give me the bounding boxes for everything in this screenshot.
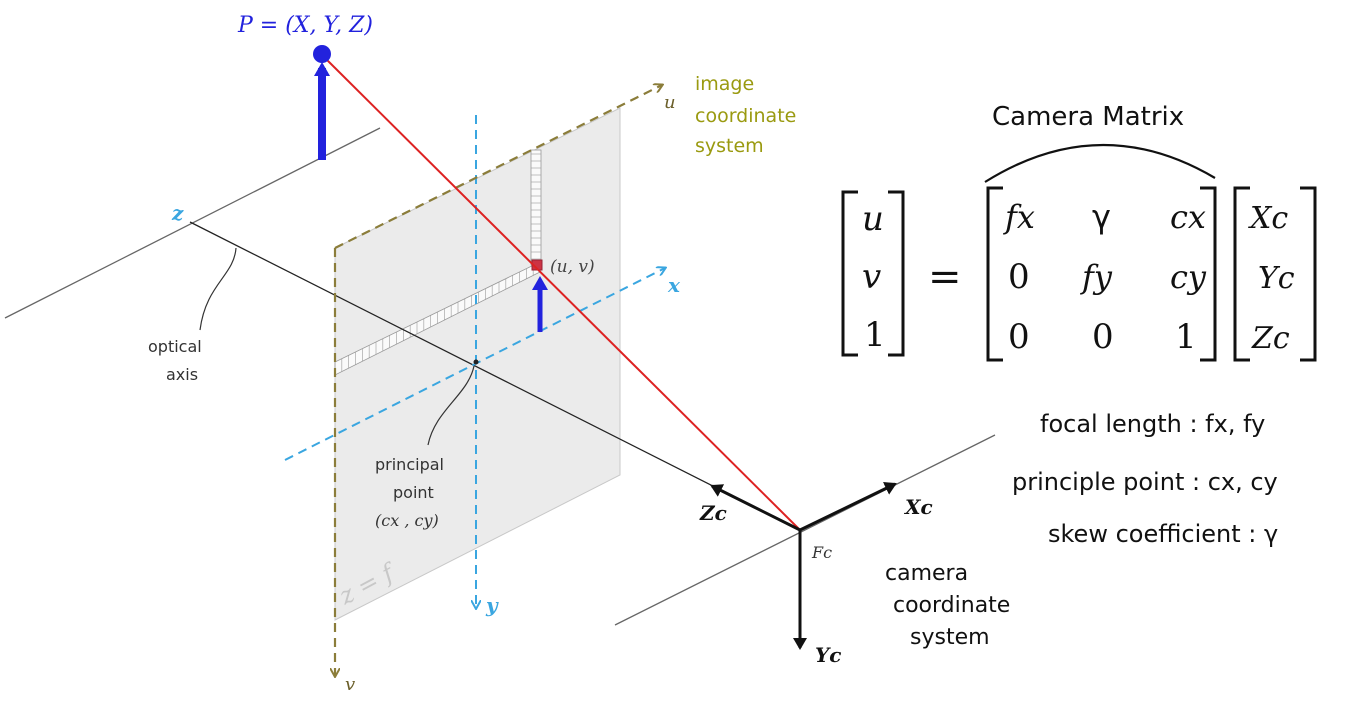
image-u-axis <box>334 85 662 249</box>
K-0-2: cx <box>1170 198 1206 236</box>
equals-sign: = <box>928 254 962 300</box>
principal-point <box>473 359 479 365</box>
K-0-0: fx <box>1003 198 1035 236</box>
principal-point-leader <box>427 365 475 446</box>
camera-Yc-label: Yc <box>815 643 841 667</box>
ground-line-right <box>614 434 996 626</box>
camera-y-label: y <box>485 593 499 617</box>
rhs-1: Yc <box>1258 261 1295 296</box>
K-2-1: 0 <box>1092 317 1114 357</box>
matrix-brace-arc <box>984 143 1216 183</box>
K-2-0: 0 <box>1008 317 1030 357</box>
legend-focal: focal length : fx, fy <box>1040 410 1265 438</box>
projection-ray <box>321 54 801 531</box>
pixel-grid-vertical <box>530 149 542 266</box>
optical-axis-leader <box>199 247 237 331</box>
camera-Zc-axis <box>710 484 801 532</box>
K-1-1: fy <box>1080 258 1113 296</box>
point-p <box>313 45 331 63</box>
K-2-2: 1 <box>1175 317 1197 357</box>
lhs-1: v <box>862 257 881 297</box>
principal-label-3: (cx , cy) <box>375 511 439 530</box>
K-0-1: γ <box>1092 198 1111 236</box>
rhs-0: Xc <box>1248 201 1288 236</box>
optical-axis-label-2: axis <box>166 365 198 384</box>
legend-principle: principle point : cx, cy <box>1012 468 1278 496</box>
camera-z-label: z <box>171 201 184 225</box>
camera-Zc-label: Zc <box>699 501 727 525</box>
image-caption-3: system <box>695 135 764 157</box>
image-caption-1: image <box>695 73 754 95</box>
principal-label-2: point <box>393 483 434 502</box>
camera-x-label: x <box>667 273 681 297</box>
matrix-title: Camera Matrix <box>992 102 1184 132</box>
point-p-label: P = (X, Y, Z) <box>237 13 373 38</box>
camera-Xc-axis <box>799 482 897 532</box>
optical-axis-line <box>189 221 801 531</box>
matrix-equation <box>841 186 1317 362</box>
optical-axis-label-1: optical <box>148 337 202 356</box>
lhs-0: u <box>862 199 884 239</box>
image-u-label: u <box>664 92 676 113</box>
image-caption-2: coordinate <box>695 105 796 127</box>
legend-skew: skew coefficient : γ <box>1048 520 1278 548</box>
camera-caption-3: system <box>910 625 990 650</box>
K-1-0: 0 <box>1008 257 1030 297</box>
camera-caption-2: coordinate <box>893 593 1010 618</box>
camera-caption-1: camera <box>885 561 968 586</box>
principal-label-1: principal <box>375 455 444 474</box>
rhs-2: Zc <box>1251 321 1290 356</box>
projection-label: (u, v) <box>550 257 595 277</box>
K-1-2: cy <box>1170 258 1207 296</box>
image-v-label: v <box>345 674 355 695</box>
pixel-grid-horizontal <box>334 261 541 376</box>
camera-origin-label: Fc <box>811 543 832 562</box>
lhs-2: 1 <box>864 315 886 355</box>
camera-Xc-label: Xc <box>903 495 933 519</box>
